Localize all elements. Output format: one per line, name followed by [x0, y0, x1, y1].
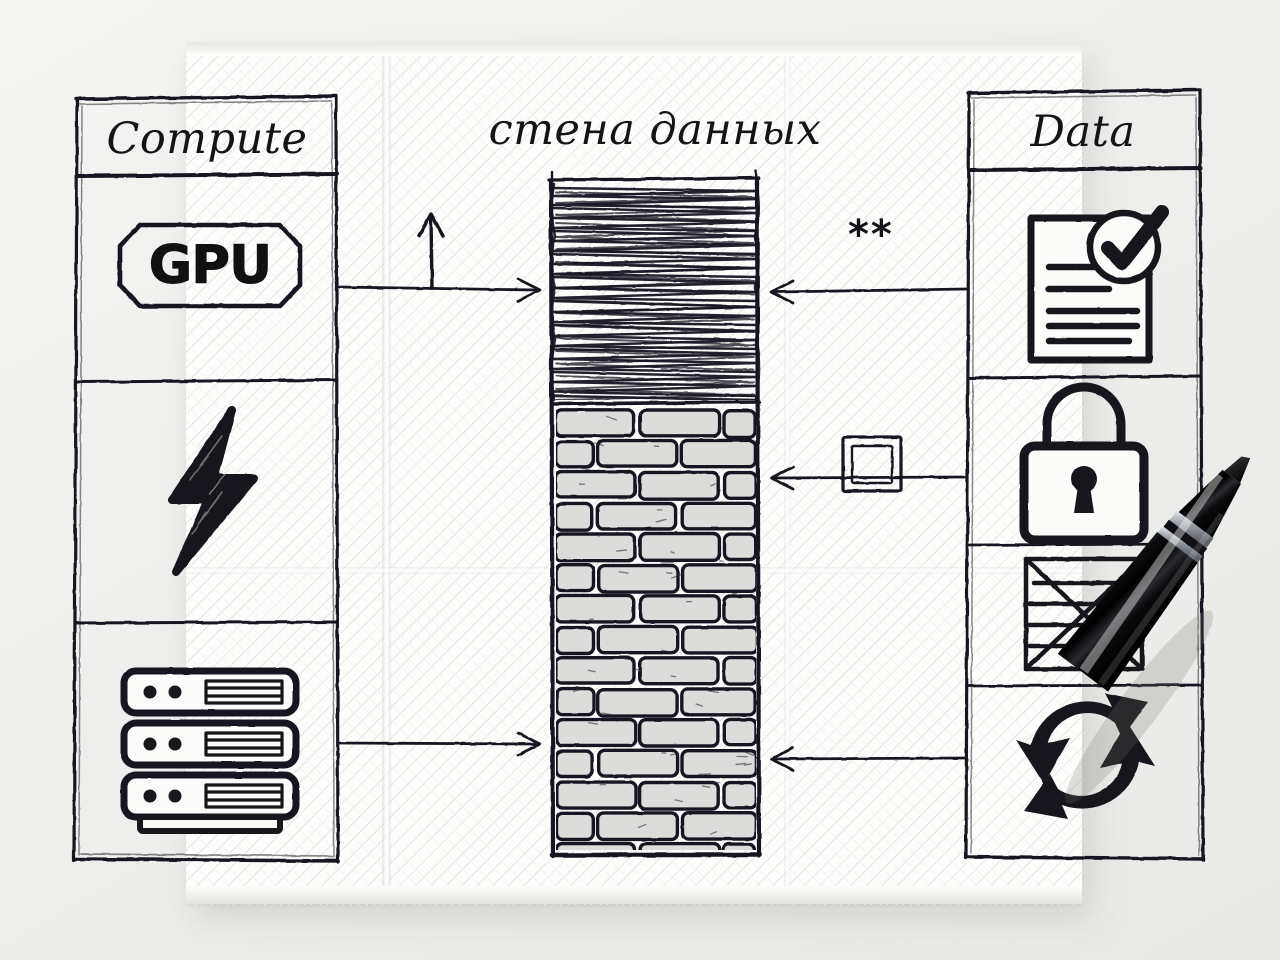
- server-stack-base: [140, 817, 280, 831]
- arrow-servers-to-wall: [338, 733, 540, 755]
- brick-wall: [555, 410, 757, 870]
- up-arrow-annotation: [419, 214, 443, 288]
- gpu-label: GPU: [128, 234, 292, 296]
- nested-square-annotation: [843, 437, 901, 491]
- arrow-gpu-to-wall: [338, 279, 540, 301]
- page-title: стена данных: [470, 100, 840, 160]
- arrow-docs-to-wall: [771, 281, 966, 303]
- compute-panel-header: Compute: [78, 103, 336, 175]
- document-check-icon: [1031, 212, 1162, 360]
- arrow-lock-to-wall: [771, 467, 966, 489]
- lightning-bolt-icon: [172, 410, 254, 572]
- data-panel-header: Data: [968, 97, 1198, 167]
- double-asterisk-annotation: **: [848, 212, 894, 258]
- padlock-icon: [1024, 387, 1144, 540]
- arrow-recycle-to-wall: [771, 748, 966, 770]
